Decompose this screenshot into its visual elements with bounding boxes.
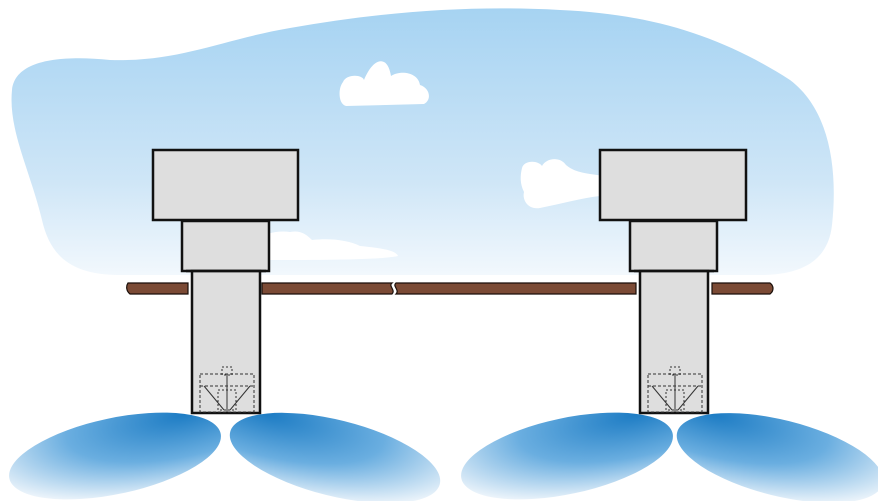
- water-plume: [461, 412, 673, 500]
- water-plume: [229, 412, 441, 501]
- water-plume: [676, 413, 878, 501]
- well-right: [598, 148, 748, 415]
- well-shaft: [638, 269, 710, 415]
- pump-mechanism: [647, 366, 703, 413]
- well-housing: [598, 148, 748, 222]
- well-neck: [180, 219, 271, 273]
- well-neck: [628, 219, 719, 273]
- ground-slab: [126, 282, 774, 295]
- water-plume: [9, 412, 221, 500]
- water-plumes: [9, 412, 878, 501]
- well-shaft: [190, 269, 262, 415]
- pump-mechanism: [199, 366, 255, 413]
- well-housing: [151, 148, 300, 222]
- cloud: [339, 61, 429, 106]
- well-left: [151, 148, 300, 415]
